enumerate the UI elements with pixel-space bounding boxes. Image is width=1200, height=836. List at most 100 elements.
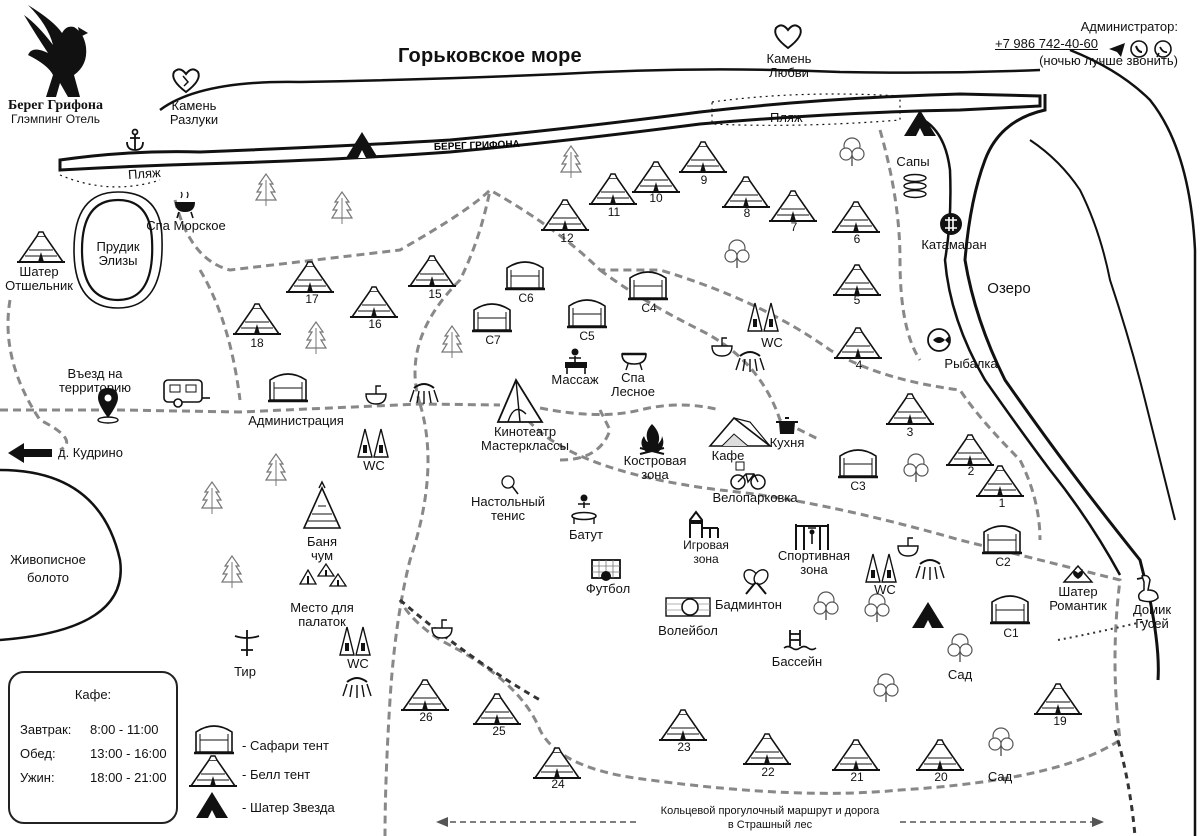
pot-icon (776, 417, 798, 434)
bicycle-icon (730, 461, 766, 490)
label-veloparkovka: Велопарковка (712, 490, 798, 505)
label-voleibol: Волейбол (658, 623, 718, 638)
tent-number: 1 (998, 496, 1006, 510)
admin-label: Администратор: (1080, 19, 1178, 34)
tent-number: 23 (677, 740, 691, 754)
tent-number: 22 (761, 765, 775, 779)
tent-number: 5 (853, 293, 861, 307)
label-kudrino: д. Кудрино (58, 445, 123, 460)
heart-stone-icon (172, 68, 200, 94)
shower-icon (735, 351, 765, 373)
cafe-hours-row: Ужин: 18:00 - 21:00 (20, 770, 170, 785)
admin-contact: Администратор: +7 986 742-40-60 (ночью л… (995, 18, 1178, 69)
label-kamen-razluki: Камень Разлуки (169, 98, 219, 127)
shower-icon (342, 677, 372, 699)
admin-note: (ночью лучше звонить) (1039, 53, 1178, 68)
label-spa-lesnoe: Спа Лесное (611, 370, 655, 399)
sink-icon (711, 337, 733, 357)
label-futbol: Футбол (585, 581, 631, 596)
meal-time: 13:00 - 16:00 (90, 746, 167, 761)
wc-icon (339, 626, 371, 656)
label-administraciya: Администрация (248, 413, 344, 428)
tent-number: 11 (607, 205, 621, 219)
tent-number: 15 (428, 287, 442, 301)
cafe-hours-row: Завтрак: 8:00 - 11:00 (20, 722, 170, 737)
table-tennis-icon (501, 475, 519, 495)
tent-number: 12 (560, 231, 574, 245)
wc-icon (865, 553, 897, 583)
phone-icon (1130, 40, 1148, 58)
map-title: Горьковское море (398, 45, 582, 67)
tent-number: 25 (492, 724, 506, 738)
label-vezd: Въезд на территорию (58, 366, 132, 395)
label-sad-1: Сад (947, 667, 973, 682)
star-tent-icon (196, 792, 228, 818)
volleyball-icon (665, 597, 711, 617)
tent-number: 18 (250, 336, 264, 350)
cafe-icon (708, 416, 773, 447)
meal-time: 8:00 - 11:00 (90, 722, 159, 737)
safari-number: С7 (485, 333, 501, 347)
star-tent-icon (912, 602, 944, 628)
banya-chum-icon (302, 480, 342, 529)
label-sapy: Сапы (896, 154, 930, 169)
label-plyazh-right: Пляж (770, 110, 803, 125)
shoreline (58, 68, 1042, 188)
tent-number: 7 (790, 220, 798, 234)
tent-number: 24 (551, 777, 565, 791)
wc-icon (357, 428, 389, 458)
meal-time: 18:00 - 21:00 (90, 770, 167, 785)
label-tir: Тир (234, 664, 256, 679)
shore-sign: БЕРЕГ ГРИФОНА (434, 139, 520, 153)
tent-number: 19 (1053, 714, 1067, 728)
label-kuhnya: Кухня (769, 435, 805, 450)
playground-icon (689, 510, 719, 538)
label-banya: Баня чум (307, 534, 337, 563)
label-batut: Батут (568, 527, 604, 542)
catamaran-icon (940, 213, 962, 235)
label-tenis: Настольный тенис (470, 494, 545, 523)
safari-number: С4 (641, 301, 657, 315)
fish-icon (927, 328, 951, 352)
label-plyazh-left: Пляж (127, 164, 162, 183)
wc-icon (747, 302, 779, 332)
sink-icon (897, 537, 919, 557)
crossbow-icon (234, 630, 260, 656)
label-mesto-palatok: Место для палаток (290, 600, 354, 629)
label-zhivopisnoe: Живописное болото (10, 552, 86, 585)
trailer-icon (163, 379, 210, 408)
safari-number: С2 (995, 555, 1011, 569)
label-prudik: Прудик Элизы (96, 239, 140, 268)
label-kamen-lyubvi: Камень Любви (766, 51, 812, 80)
tent-number: 20 (934, 770, 948, 784)
star-tent-icon (904, 110, 936, 136)
tent-number: 10 (649, 191, 663, 205)
tent-number: 26 (419, 710, 433, 724)
legend-bell: - Белл тент (242, 767, 311, 782)
pool-icon (783, 630, 817, 651)
tent-number: 4 (855, 358, 863, 372)
tent-number: 8 (743, 206, 751, 220)
tent-number: 6 (853, 232, 861, 246)
safari-number: С5 (579, 329, 595, 343)
admin-phone-link[interactable]: +7 986 742-40-60 (994, 36, 1098, 51)
label-wc-1: WC (363, 458, 385, 473)
label-bassein: Бассейн (771, 654, 823, 669)
sup-board-icon (903, 173, 927, 199)
bbq-grill-icon (175, 191, 195, 219)
gym-icon (795, 524, 829, 550)
brand-logo: Берег Грифона Глэмпинг Отель (8, 98, 103, 126)
cafe-hours-box: Кафе: Завтрак: 8:00 - 11:00 Обед: 13:00 … (8, 671, 178, 824)
meal-name: Завтрак: (20, 722, 72, 737)
label-katamaran: Катамаран (921, 237, 987, 252)
anchor-icon (126, 128, 144, 151)
label-igrovaya: Игровая зона (683, 538, 729, 566)
cafe-hours-heading: Кафе: (74, 687, 112, 702)
dark-trail (399, 598, 1151, 836)
tent-number: 17 (305, 292, 319, 306)
shower-icon (915, 559, 945, 581)
label-wc-2: WC (761, 335, 783, 350)
label-marshrut: Кольцевой прогулочный маршрут и дорога в… (660, 805, 880, 831)
goose-icon (1136, 574, 1159, 603)
